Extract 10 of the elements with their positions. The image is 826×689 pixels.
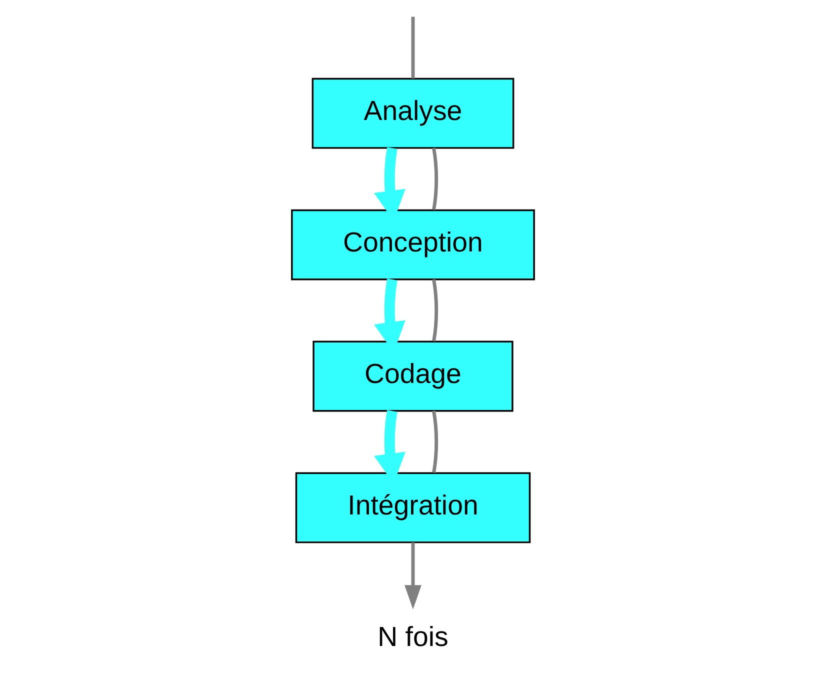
node-box: Conception — [291, 209, 535, 280]
arrow — [404, 542, 422, 610]
connector — [432, 279, 438, 342]
connector — [432, 148, 438, 210]
node-box: Analyse — [312, 78, 514, 149]
node-box: Intégration — [295, 472, 531, 544]
connector — [432, 410, 438, 473]
node-text: N fois — [378, 620, 448, 652]
connector — [411, 16, 415, 78]
node-box: Codage — [312, 340, 514, 412]
